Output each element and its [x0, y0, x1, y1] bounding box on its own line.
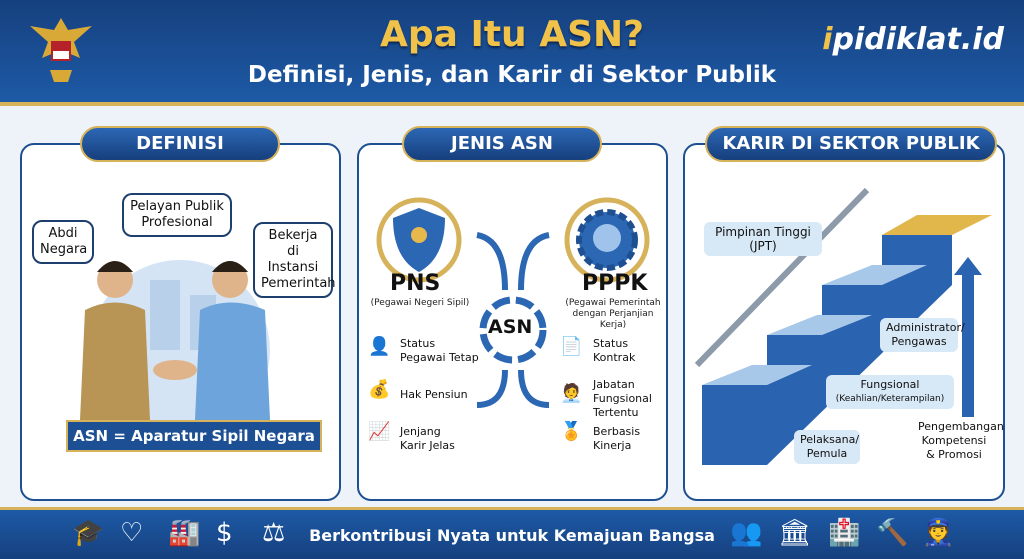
factory-icon: 🏭 — [168, 518, 201, 548]
branch-arrows-icon — [476, 232, 550, 408]
employee-icon: 👤 — [368, 336, 391, 357]
government-building-icon: 🏛 — [778, 518, 812, 548]
police-officer-icon: 👮 — [922, 518, 955, 548]
karir-heading: KARIR DI SEKTOR PUBLIK — [705, 126, 997, 162]
jenis-heading: JENIS ASN — [402, 126, 602, 162]
shield-people-icon — [376, 197, 462, 283]
promotion-label: Pengembangan Kompetensi & Promosi — [912, 417, 1004, 465]
scales-icon: ⚖ — [262, 518, 286, 548]
badge-icon: 🏅 — [560, 421, 583, 442]
page-title: Apa Itu ASN? — [379, 14, 645, 55]
logo-prefix: i — [822, 22, 833, 57]
pppk-full: (Pegawai Pemerintah dengan Perjanjian Ke… — [565, 298, 661, 330]
asn-center-label: ASN — [488, 316, 533, 338]
pppk-item-2: Jabatan Fungsional Tertentu — [593, 378, 652, 419]
footer: 🎓 ♡ 🏭 $ ⚖ Berkontribusi Nyata untuk Kema… — [0, 507, 1024, 559]
heart-pulse-icon: ♡ — [120, 518, 144, 548]
bubble-instansi: Bekerja di Instansi Pemerintah — [253, 222, 336, 298]
contract-icon: 📄 — [560, 336, 583, 357]
community-hands-icon: 👥 — [730, 518, 763, 548]
level-fungsional: Fungsional (Keahlian/Keterampilan) — [826, 375, 954, 409]
page-subtitle: Definisi, Jenis, dan Karir di Sektor Pub… — [247, 62, 777, 88]
pension-icon: 💰 — [368, 379, 391, 400]
logo-text: pidiklat.id — [832, 22, 1005, 57]
bubble-pelayan-publik: Pelayan Publik Profesional — [122, 193, 232, 237]
hospital-icon: 🏥 — [828, 518, 861, 548]
garuda-emblem-icon — [30, 18, 92, 82]
fungsional-sub: (Keahlian/Keterampilan) — [835, 394, 945, 404]
pns-full: (Pegawai Negeri Sipil) — [370, 298, 470, 308]
promotion-arrow-icon — [954, 257, 982, 425]
pppk-item-3: Berbasis Kinerja — [593, 425, 641, 452]
level-jpt: Pimpinan Tinggi (JPT) — [704, 222, 822, 256]
level-administrator: Administrator/ Pengawas — [880, 318, 965, 352]
footer-slogan: Berkontribusi Nyata untuk Kemajuan Bangs… — [309, 526, 715, 545]
functional-worker-icon: 🧑‍💼 — [560, 383, 583, 404]
gavel-icon: 🔨 — [876, 518, 909, 548]
pns-item-2: Hak Pensiun — [400, 388, 468, 401]
pppk-title: PPPK — [582, 271, 648, 296]
money-hand-icon: $ — [216, 518, 233, 548]
pns-title: PNS — [390, 271, 441, 296]
graduation-cap-icon: 🎓 — [72, 518, 105, 548]
gear-person-icon — [564, 197, 650, 283]
bubble-abdi-negara: Abdi Negara — [32, 220, 94, 264]
pns-item-1: Status Pegawai Tetap — [400, 337, 479, 364]
pppk-item-1: Status Kontrak — [593, 337, 636, 364]
fungsional-label: Fungsional — [860, 378, 920, 391]
header: Apa Itu ASN? Definisi, Jenis, dan Karir … — [0, 0, 1024, 106]
career-stairs — [694, 187, 992, 465]
asn-diagram — [376, 197, 650, 408]
brand-logo: ipidiklat.id — [822, 22, 1004, 57]
handshake-illustration — [80, 260, 270, 430]
career-chart-icon: 📈 — [368, 421, 391, 442]
pns-item-3: Jenjang Karir Jelas — [400, 425, 455, 452]
asn-definition-ribbon: ASN = Aparatur Sipil Negara — [66, 420, 322, 452]
level-pelaksana: Pelaksana/ Pemula — [794, 430, 860, 464]
definisi-heading: DEFINISI — [80, 126, 280, 162]
